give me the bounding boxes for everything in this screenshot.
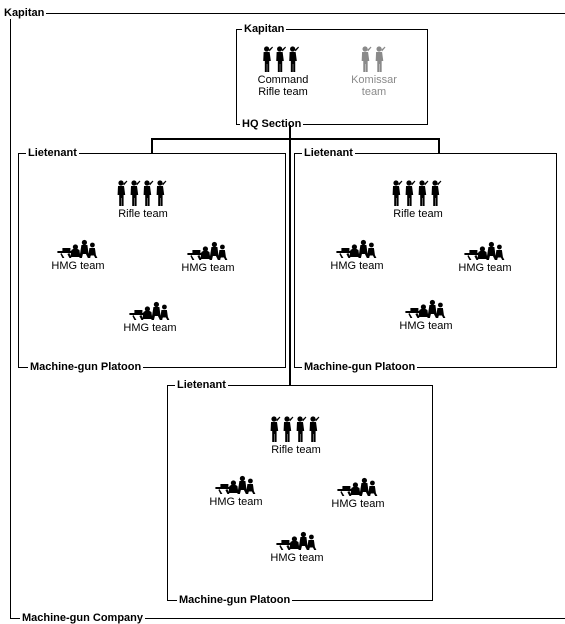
hmg-crew-icon [187, 241, 227, 260]
connector-hq-down [289, 125, 291, 385]
hmg-team: HMG team [181, 240, 235, 274]
hq-section-box [236, 29, 428, 125]
hmg-crew-icon [57, 239, 97, 258]
rifle-team-label: Rifle team [393, 208, 443, 220]
rifle-team-label: Rifle team [118, 208, 168, 220]
hq-komissar-team: Komissar team [351, 44, 397, 98]
hmg-team-label: HMG team [330, 260, 384, 272]
hmg-team: HMG team [458, 240, 512, 274]
komissar-label: team [361, 86, 387, 98]
hq-section-label: HQ Section [240, 118, 304, 130]
hmg-team-label: HMG team [399, 320, 453, 332]
hmg-crew-icon [337, 477, 377, 496]
company-commander-label: Kapitan [2, 7, 47, 19]
company-frame [10, 13, 565, 619]
hmg-team: HMG team [209, 474, 263, 508]
hmg-crew-icon [405, 299, 445, 318]
platoon-commander-label: Lietenant [302, 147, 355, 159]
platoon-name-label: Machine-gun Platoon [177, 594, 293, 606]
rifle-team: Rifle team [114, 178, 172, 220]
platoon-2-box [294, 153, 557, 368]
hmg-team-label: HMG team [181, 262, 235, 274]
komissar-label: Komissar [351, 74, 397, 86]
hmg-team: HMG team [123, 300, 177, 334]
rifle-squad-3-icon [263, 46, 300, 72]
hq-command-team: Command Rifle team [257, 44, 309, 98]
hmg-team-label: HMG team [209, 496, 263, 508]
hmg-crew-icon [215, 475, 255, 494]
hq-team-label: Command [257, 74, 309, 86]
hmg-team: HMG team [399, 298, 453, 332]
hq-commander-label: Kapitan [242, 23, 287, 35]
connector-left [151, 138, 153, 153]
hmg-team: HMG team [331, 476, 385, 510]
platoon-name-label: Machine-gun Platoon [302, 361, 418, 373]
connector-horizontal [151, 138, 439, 140]
rifle-squad-icon [392, 180, 442, 206]
hq-team-label: Rifle team [258, 86, 308, 98]
platoon-commander-label: Lietenant [26, 147, 79, 159]
hmg-crew-icon [276, 531, 316, 550]
connector-right [438, 138, 440, 153]
hmg-crew-icon [464, 241, 504, 260]
rifle-team-label: Rifle team [271, 444, 321, 456]
rifle-squad-icon [270, 416, 320, 442]
hmg-team-label: HMG team [270, 552, 324, 564]
platoon-1-box [18, 153, 286, 368]
hmg-crew-icon [129, 301, 169, 320]
hmg-team-label: HMG team [458, 262, 512, 274]
komissar-squad-icon [361, 46, 386, 72]
platoon-3-box [167, 385, 433, 601]
platoon-name-label: Machine-gun Platoon [28, 361, 144, 373]
hmg-team-label: HMG team [331, 498, 385, 510]
hmg-team-label: HMG team [123, 322, 177, 334]
platoon-commander-label: Lietenant [175, 379, 228, 391]
hmg-team-label: HMG team [51, 260, 105, 272]
hmg-team: HMG team [330, 238, 384, 272]
company-name-label: Machine-gun Company [20, 612, 146, 624]
hmg-team: HMG team [270, 530, 324, 564]
hmg-crew-icon [336, 239, 376, 258]
rifle-squad-icon [117, 180, 167, 206]
rifle-team: Rifle team [267, 414, 325, 456]
rifle-team: Rifle team [389, 178, 447, 220]
hmg-team: HMG team [51, 238, 105, 272]
